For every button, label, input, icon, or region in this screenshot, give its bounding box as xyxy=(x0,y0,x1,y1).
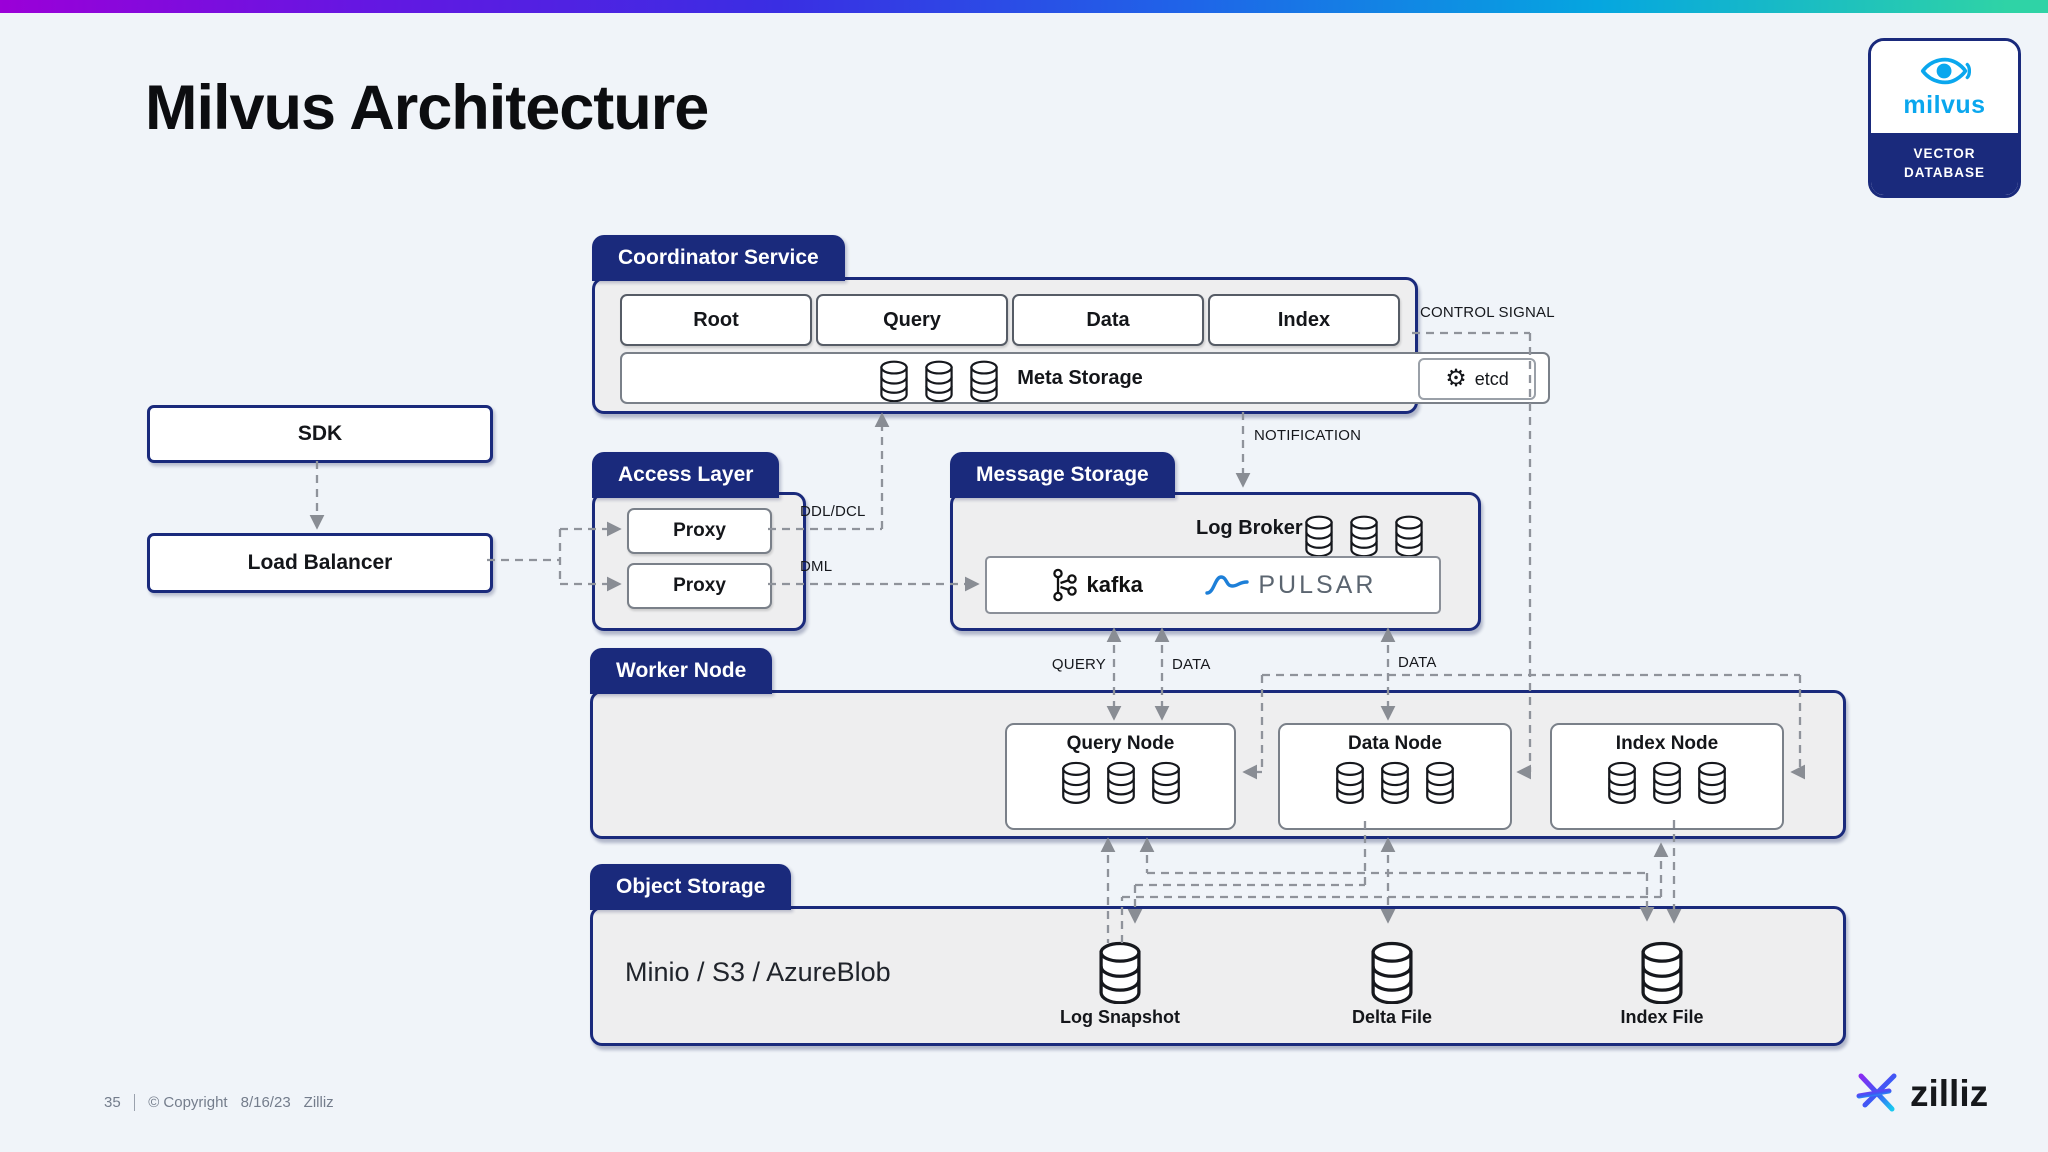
index-file-label: Index File xyxy=(1620,1007,1704,1027)
page-title: Milvus Architecture xyxy=(145,73,709,143)
database-icon xyxy=(1104,760,1138,805)
database-icon xyxy=(1423,760,1457,805)
milvus-badge-tagline: VECTOR DATABASE xyxy=(1871,133,2018,195)
milvus-tagline-line2: DATABASE xyxy=(1904,165,1985,180)
delta-file-label: Delta File xyxy=(1351,1007,1433,1027)
proxy-box-2: Proxy xyxy=(627,563,772,609)
log-broker-label: Log Broker xyxy=(1196,517,1303,539)
data-label-left: DATA xyxy=(1172,656,1211,673)
database-icon xyxy=(1378,760,1412,805)
kafka-label: kafka xyxy=(1086,572,1143,597)
database-icon xyxy=(1363,941,1421,1004)
object-storage-providers-label: Minio / S3 / AzureBlob xyxy=(625,957,891,987)
index-node-db-icons xyxy=(1605,760,1729,805)
data-node-db-icons xyxy=(1333,760,1457,805)
milvus-eye-icon xyxy=(1920,57,1971,85)
milvus-tagline-line1: VECTOR xyxy=(1913,146,1976,162)
pulsar-icon xyxy=(1205,575,1250,595)
milvus-badge-top: milvus xyxy=(1871,41,2018,133)
index-node-label: Index Node xyxy=(1615,733,1719,754)
index-node-box: Index Node xyxy=(1550,723,1784,830)
database-icon xyxy=(1392,515,1426,557)
etcd-label: etcd xyxy=(1474,368,1509,389)
footer-divider xyxy=(133,1094,136,1111)
database-icon xyxy=(1347,515,1381,557)
meta-storage-db-icons xyxy=(877,360,1001,402)
milvus-badge: milvus VECTOR DATABASE xyxy=(1868,38,2021,198)
database-icon xyxy=(1059,760,1093,805)
kafka-logo: kafka xyxy=(1050,568,1143,602)
database-icon xyxy=(1333,760,1367,805)
zilliz-wordmark: zilliz xyxy=(1910,1073,1989,1114)
footer-company: Zilliz xyxy=(303,1094,334,1111)
query-label: QUERY xyxy=(1051,656,1106,673)
copyright-text: © Copyright xyxy=(148,1094,228,1111)
data-label-right: DATA xyxy=(1398,654,1437,671)
top-gradient-bar xyxy=(0,0,2048,13)
database-icon xyxy=(1650,760,1684,805)
query-node-db-icons xyxy=(1059,760,1183,805)
log-snapshot-label: Log Snapshot xyxy=(1060,1007,1180,1027)
index-file-artifact: Index File xyxy=(1572,941,1752,1028)
pulsar-label: PULSAR xyxy=(1258,570,1377,599)
coordinator-box-data: Data xyxy=(1012,294,1204,346)
meta-storage-label: Meta Storage xyxy=(1017,366,1143,389)
database-icon xyxy=(1149,760,1183,805)
notification-label: NOTIFICATION xyxy=(1254,427,1362,444)
coordinator-box-index: Index xyxy=(1208,294,1400,346)
query-node-box: Query Node xyxy=(1005,723,1236,830)
kafka-icon xyxy=(1052,568,1077,602)
database-icon xyxy=(1633,941,1691,1004)
etcd-box: ⚙ etcd xyxy=(1418,358,1536,400)
database-icon xyxy=(922,360,956,402)
access-layer-tab: Access Layer xyxy=(592,452,780,498)
etcd-gear-icon: ⚙ xyxy=(1445,365,1467,392)
coordinator-box-root: Root xyxy=(620,294,812,346)
delta-file-artifact: Delta File xyxy=(1302,941,1482,1028)
object-storage-panel xyxy=(590,906,1846,1046)
proxy-box-1: Proxy xyxy=(627,508,772,554)
footer: 35 © Copyright 8/16/23 Zilliz xyxy=(104,1094,334,1111)
milvus-wordmark: milvus xyxy=(1903,91,1986,119)
message-storage-tab: Message Storage xyxy=(950,452,1175,498)
coordinator-box-query: Query xyxy=(816,294,1008,346)
database-icon xyxy=(877,360,911,402)
query-node-label: Query Node xyxy=(1066,733,1175,754)
ddl-dcl-label: DDL/DCL xyxy=(800,503,866,520)
coordinator-service-tab: Coordinator Service xyxy=(592,235,845,281)
data-node-box: Data Node xyxy=(1278,723,1512,830)
database-icon xyxy=(1695,760,1729,805)
sdk-box: SDK xyxy=(147,405,493,463)
control-signal-label: CONTROL SIGNAL xyxy=(1420,304,1555,321)
footer-date: 8/16/23 xyxy=(240,1094,291,1111)
worker-node-tab: Worker Node xyxy=(590,648,773,694)
object-storage-tab: Object Storage xyxy=(590,864,792,910)
load-balancer-box: Load Balancer xyxy=(147,533,493,593)
log-snapshot-artifact: Log Snapshot xyxy=(1030,941,1210,1028)
log-broker-db-icons xyxy=(1302,515,1426,557)
dml-label: DML xyxy=(800,558,833,575)
meta-storage-box: Meta Storage ⚙ etcd xyxy=(620,352,1550,404)
database-icon xyxy=(1091,941,1149,1004)
database-icon xyxy=(967,360,1001,402)
database-icon xyxy=(1302,515,1336,557)
log-broker-box: kafka PULSAR xyxy=(985,556,1441,614)
zilliz-starburst-icon xyxy=(1856,1066,1897,1118)
data-node-label: Data Node xyxy=(1348,733,1442,754)
database-icon xyxy=(1605,760,1639,805)
page-number: 35 xyxy=(104,1094,121,1111)
pulsar-logo: PULSAR xyxy=(1205,571,1376,600)
